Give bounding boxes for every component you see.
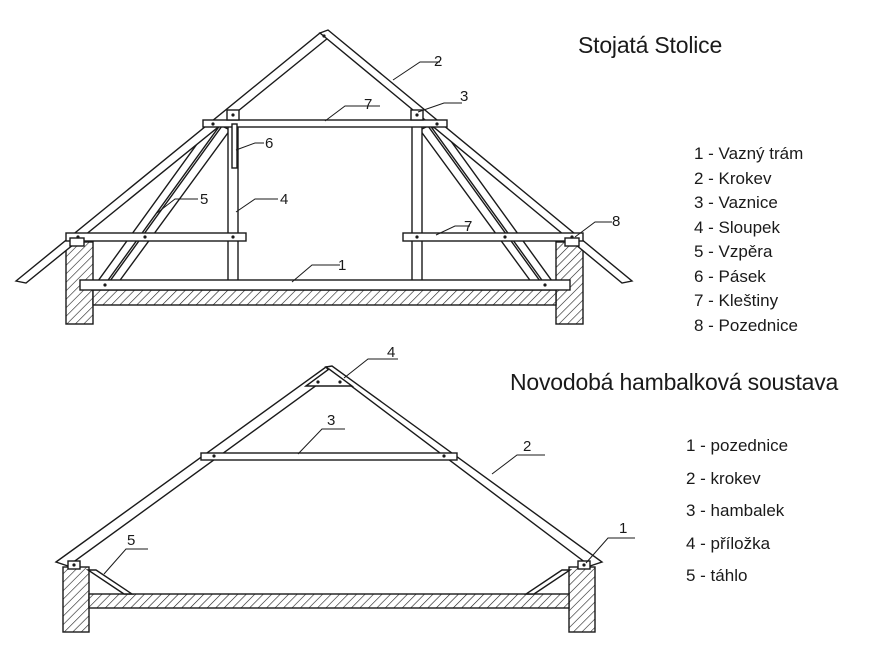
bottom-title: Novodobá hambalková soustava [510, 369, 839, 395]
bottom-collar-beam [200, 452, 458, 461]
top-legend-item: 2 - Krokev [694, 168, 772, 188]
top-callout-3: 3 [460, 88, 468, 105]
top-bolts [76, 34, 574, 287]
top-callout-labels: 2 3 7 6 4 5 7 8 1 [200, 53, 620, 274]
top-callout-8-leader [574, 221, 612, 238]
bottom-legend-item: 4 - příložka [686, 533, 771, 553]
top-callout-4-leader [235, 198, 278, 213]
top-left-lower-tie [65, 232, 247, 242]
top-callouts [156, 61, 612, 283]
top-callout-1: 1 [338, 257, 346, 274]
top-callout-2: 2 [434, 53, 442, 70]
top-legend: 1 - Vazný trám 2 - Krokev 3 - Vaznice 4 … [694, 142, 803, 338]
bottom-left-wall [62, 566, 90, 633]
top-brace [231, 123, 238, 169]
bottom-right-tie [523, 569, 573, 595]
top-left-rafter [14, 32, 330, 284]
top-callout-7b: 7 [464, 218, 472, 235]
bottom-callout-4-leader [343, 358, 398, 379]
bottom-right-wall [568, 566, 596, 633]
bottom-callout-1: 1 [619, 520, 627, 537]
bottom-callouts [103, 358, 635, 575]
bottom-legend-item: 3 - hambalek [686, 501, 785, 520]
top-title: Stojatá Stolice [578, 32, 723, 58]
bottom-callout-5: 5 [127, 532, 135, 549]
bottom-ceiling-slab [88, 593, 570, 609]
top-left-wall-plate [69, 237, 85, 247]
top-callout-7b-leader [435, 225, 470, 236]
top-collar-tie [202, 119, 448, 128]
top-ceiling-slab [92, 289, 557, 306]
bottom-left-rafter [54, 366, 334, 567]
bottom-callout-1-leader [585, 537, 635, 564]
bottom-callout-3-leader [297, 428, 345, 455]
bottom-callout-3: 3 [327, 412, 335, 429]
bottom-legend: 1 - pozednice 2 - krokev 3 - hambalek 4 … [686, 430, 788, 593]
bottom-right-rafter [324, 365, 604, 567]
top-callout-6: 6 [265, 135, 273, 152]
top-legend-item: 4 - Sloupek [694, 217, 780, 237]
bottom-truss [54, 365, 604, 633]
top-callout-7a-leader [324, 105, 380, 122]
top-legend-item: 8 - Pozednice [694, 315, 798, 335]
top-right-rafter [318, 29, 634, 284]
bottom-legend-item: 2 - krokev [686, 468, 761, 488]
bottom-legend-item: 1 - pozednice [686, 436, 789, 455]
top-callout-6-leader [235, 142, 264, 151]
top-right-strut [418, 125, 542, 284]
bottom-left-tie [85, 569, 135, 595]
top-right-wall-plate [564, 237, 580, 247]
top-tie-beam [79, 279, 571, 291]
top-truss [14, 29, 634, 325]
top-legend-item: 7 - Kleštiny [694, 291, 779, 310]
top-legend-item: 1 - Vazný trám [694, 144, 804, 163]
top-callout-8: 8 [612, 213, 620, 230]
top-right-lower-tie [402, 232, 584, 242]
bottom-legend-item: 5 - táhlo [686, 566, 748, 585]
top-left-strut [108, 125, 232, 284]
bottom-callout-5-leader [103, 548, 148, 575]
top-legend-item: 5 - Vzpěra [694, 242, 773, 261]
top-callout-5: 5 [200, 191, 208, 208]
top-callout-1-leader [291, 264, 340, 283]
top-right-post [411, 115, 423, 284]
bottom-callout-4: 4 [387, 344, 395, 361]
bottom-callout-2-leader [491, 454, 545, 475]
bottom-bolts [72, 380, 586, 567]
top-callout-7a: 7 [364, 96, 372, 113]
top-legend-item: 3 - Vaznice [694, 193, 778, 212]
top-callout-3-leader [417, 102, 462, 113]
bottom-callout-labels: 4 3 2 1 5 [127, 344, 627, 549]
bottom-callout-2: 2 [523, 438, 531, 455]
top-callout-2-leader [392, 61, 440, 81]
top-legend-item: 6 - Pásek [694, 266, 766, 286]
top-callout-5-leader [156, 198, 198, 214]
top-callout-4: 4 [280, 191, 288, 208]
